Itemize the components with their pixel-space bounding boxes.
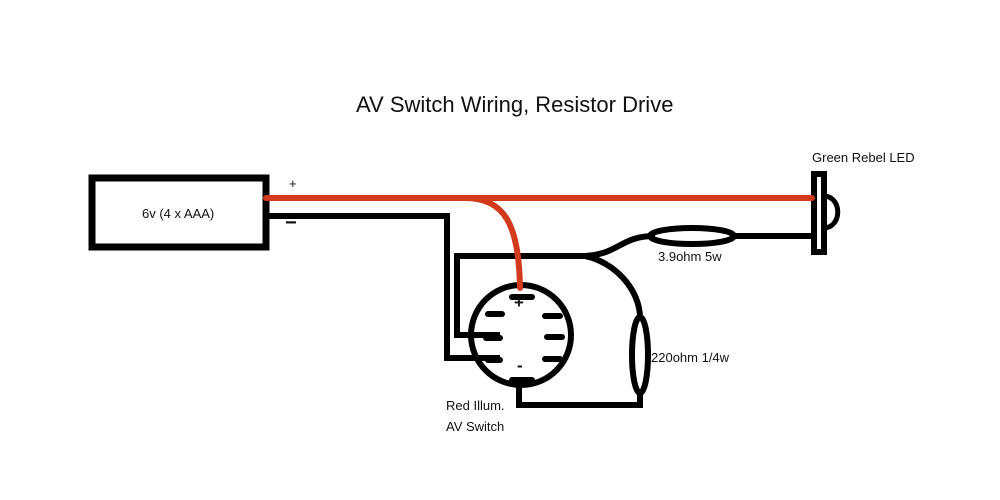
battery-label: 6v (4 x AAA) [142,206,215,221]
switch-plus-label: + [514,293,524,312]
led-label: Green Rebel LED [812,150,915,165]
switch-minus-label: - [517,356,523,375]
diagram-title: AV Switch Wiring, Resistor Drive [356,92,674,117]
junction-to-resistor1 [584,233,656,259]
resistor-2 [629,314,651,396]
resistor-1-label: 3.9ohm 5w [658,249,722,264]
resistor2-return-wire [516,380,643,408]
av-switch-pins [483,294,565,383]
switch-loop-wire [454,253,585,338]
led-body [811,171,827,255]
battery-plus-label: + [289,176,297,191]
junction-to-resistor2 [584,253,643,319]
switch-label-line1: Red Illum. [446,398,505,413]
battery-box [88,174,270,251]
resistor-1 [647,225,737,247]
positive-wire [263,195,815,291]
led-dome [824,193,841,231]
switch-label-line2: AV Switch [446,419,505,434]
battery-minus-label: − [285,212,297,234]
resistor-2-label: 220ohm 1/4w [651,350,730,365]
